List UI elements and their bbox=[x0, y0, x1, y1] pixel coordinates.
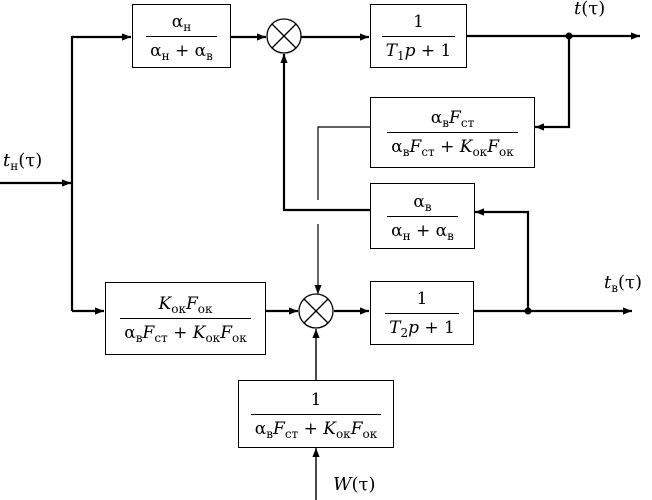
math-symbol: Fст bbox=[273, 418, 299, 441]
wire-wall-to-sum2 bbox=[317, 126, 370, 200]
math-symbol: Fст bbox=[142, 323, 168, 345]
math-symbol: p bbox=[404, 40, 416, 61]
wire-inner-to-sum1 bbox=[280, 54, 370, 212]
fraction-numerator: 1 bbox=[409, 11, 428, 33]
fraction-bar bbox=[387, 132, 518, 133]
fraction-bar bbox=[381, 35, 456, 37]
fraction-numerator: 1 bbox=[413, 288, 432, 310]
label-output-mean: t̄(τ) bbox=[574, 0, 606, 19]
math-symbol: Kок bbox=[158, 294, 186, 316]
fraction-bar bbox=[250, 413, 382, 415]
fraction-numerator: 1 bbox=[307, 389, 326, 411]
math-operator: + 1 bbox=[415, 40, 452, 61]
block-heat-gain: 1 αвFст + KокFок bbox=[238, 380, 394, 448]
math-operator: 1 bbox=[413, 11, 424, 32]
math-symbol: αн bbox=[391, 220, 411, 243]
math-symbol: αв bbox=[413, 191, 432, 214]
math-symbol: αн bbox=[150, 40, 170, 63]
math-operator: + bbox=[167, 323, 193, 343]
math-symbol: αв bbox=[194, 40, 213, 63]
math-symbol: αв bbox=[391, 137, 410, 159]
math-symbol: Fок bbox=[350, 418, 378, 441]
fraction-denominator: αвFст + KокFок bbox=[120, 322, 250, 344]
math-symbol: αв bbox=[430, 108, 450, 130]
math-symbol: αв bbox=[435, 220, 454, 243]
math-symbol: Fст bbox=[449, 108, 475, 130]
fraction-bar bbox=[146, 35, 217, 37]
math-symbol: Fок bbox=[487, 137, 514, 159]
fraction-denominator: αн + αв bbox=[387, 220, 458, 242]
math-symbol: Fок bbox=[185, 294, 213, 316]
math-operator: 1 bbox=[310, 389, 322, 410]
math-symbol: Kок bbox=[459, 137, 488, 159]
math-symbol: αн bbox=[171, 11, 192, 34]
fraction-denominator: T2p + 1 bbox=[385, 317, 459, 339]
math-symbol: T2 bbox=[389, 317, 409, 340]
math-operator: + 1 bbox=[419, 317, 455, 338]
fraction-bar bbox=[120, 318, 251, 319]
math-operator: + bbox=[169, 40, 195, 61]
fraction-numerator: αв bbox=[409, 191, 435, 213]
math-symbol: Kок bbox=[192, 323, 221, 345]
sum-upper bbox=[266, 18, 302, 54]
math-symbol: αв bbox=[124, 323, 143, 345]
math-operator: + bbox=[434, 137, 460, 157]
label-input-outer: tн(τ) bbox=[3, 150, 43, 173]
math-operator: 1 bbox=[416, 288, 428, 309]
fraction-bar bbox=[387, 215, 458, 217]
label-output-inner: tв(τ) bbox=[604, 272, 643, 295]
fraction-numerator: αвFст bbox=[427, 107, 478, 129]
transfer-fraction: 1 αвFст + KокFок bbox=[250, 389, 382, 440]
math-symbol: T1 bbox=[385, 40, 405, 63]
math-symbol: Fок bbox=[220, 323, 247, 345]
fraction-denominator: αвFст + KокFок bbox=[251, 418, 381, 440]
fraction-denominator: T1p + 1 bbox=[382, 40, 456, 62]
math-symbol: Kок bbox=[323, 418, 351, 441]
math-symbol: αв bbox=[254, 418, 274, 441]
math-operator: + bbox=[410, 220, 436, 241]
fraction-numerator: KокFок bbox=[155, 293, 217, 315]
label-disturbance: W(τ) bbox=[333, 474, 376, 495]
fraction-bar bbox=[385, 312, 459, 314]
math-symbol: p bbox=[408, 317, 419, 338]
fraction-numerator: αн bbox=[168, 11, 195, 33]
wire-feedback-to-wall bbox=[535, 36, 571, 131]
math-operator: + bbox=[298, 418, 324, 439]
fraction-denominator: αвFст + KокFок bbox=[387, 136, 517, 158]
wire-feedback-to-inner bbox=[475, 208, 530, 311]
math-symbol: Fст bbox=[409, 137, 435, 159]
sum-lower bbox=[298, 293, 334, 329]
fraction-denominator: αн + αв bbox=[146, 40, 217, 62]
